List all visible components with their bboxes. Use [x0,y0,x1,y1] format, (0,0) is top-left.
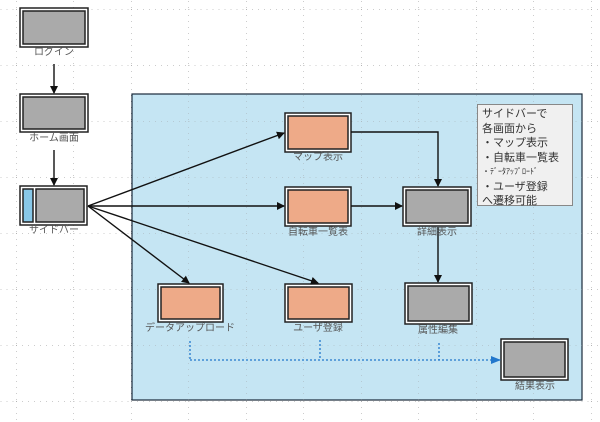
label-sidebar: サイドバー [29,225,79,236]
arrow-sidebar-data-upload [87,205,190,284]
screen-login-content [22,10,86,45]
note-line: 各画面から [482,121,537,135]
arrow-map-detail [351,131,442,187]
label-home: ホーム画面 [29,133,79,144]
flow-arrows [50,64,442,285]
screen-data-upload-content [160,286,221,320]
note-line: ・ﾃﾞｰﾀｱｯﾌﾟﾛｰﾄﾞ [482,167,538,176]
note-line: ・自転車一覧表 [482,150,559,164]
screen-bike-list-content [287,189,349,224]
note-line: へ遷移可能 [482,194,537,207]
note-line: ・ユーザ登録 [482,179,548,193]
screen-sidebar-content [35,188,85,223]
note-line: サイドバーで [482,107,548,120]
arrow-sidebar-map [87,131,285,207]
screen-user-register-content [287,286,350,320]
screen-result-content [503,341,566,378]
result-arrows [189,340,501,364]
screen-home-content [22,96,86,130]
screen-attribute-edit-content [407,285,470,322]
label-bike-list: 自転車一覧表 [288,227,348,238]
sidebar-note: サイドバーで 各画面から ・マップ表示 ・自転車一覧表 ・ﾃﾞｰﾀｱｯﾌﾟﾛｰﾄ… [477,104,573,207]
sidebar-panel [22,188,34,223]
screen-detail-content [405,189,469,224]
arrow-sidebar-user-register [87,205,319,285]
note-line: ・マップ表示 [482,136,548,149]
label-result: 結果表示 [515,381,555,392]
label-attribute-edit: 属性編集 [418,325,458,336]
label-detail: 詳細表示 [417,227,457,238]
label-map: マップ表示 [293,152,343,163]
screen-map-content [287,115,349,150]
label-data-upload: データアップロード [145,323,235,334]
label-login: ログイン [34,47,74,58]
label-user-register: ユーザ登録 [293,323,343,334]
